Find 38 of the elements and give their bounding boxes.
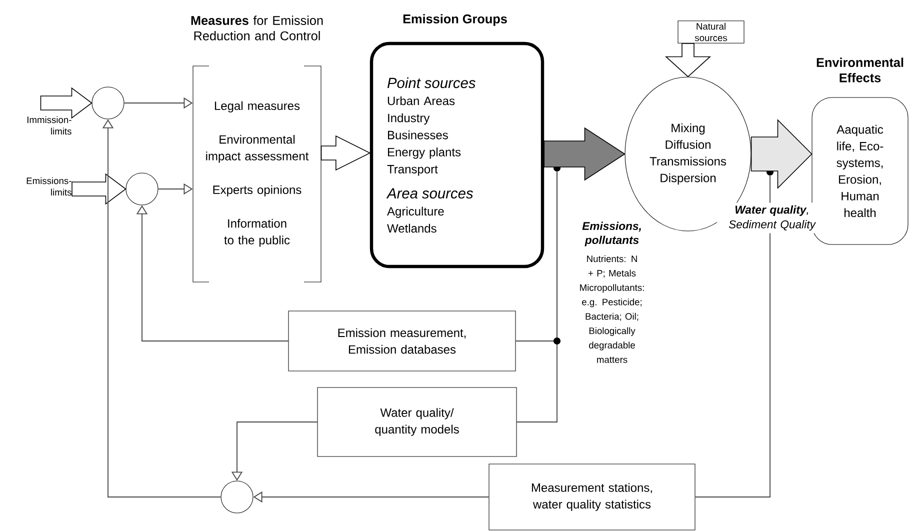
node-label: Area sources [386, 188, 474, 199]
process-box: Water quality/ quantity models [317, 387, 517, 457]
flow-label: Emissions, pollutants [582, 222, 641, 246]
node-label: Environmental impact assessment [206, 134, 309, 163]
node-label: Urban Areas [388, 96, 455, 106]
heading: Measures for Emission Reduction and Control [191, 16, 323, 40]
operator-circle [92, 86, 124, 120]
fat-arrow [72, 173, 126, 205]
edge-label: Water quality, Sediment Quality [716, 202, 828, 234]
callout-box: Natural sources [678, 20, 744, 44]
node-label: Transport [387, 165, 438, 176]
connector-line [516, 171, 558, 422]
operator-circle [126, 172, 158, 206]
connector-line [694, 175, 770, 498]
node-label: Experts opinions [213, 185, 302, 196]
heading: Environmental Effects [816, 58, 904, 82]
fat-arrow [664, 43, 712, 78]
fat-arrow [40, 87, 92, 119]
pollutant-list: Nutrients: N + P; Metals Micropollutants: e.g. Pesticide; Bacteria; Oil; Biologically degradable matters [580, 255, 644, 363]
node-label: Information to the public [224, 218, 290, 247]
process-box: Emission measurement, Emission databases [288, 310, 516, 372]
rounded-box: Point sources Urban Areas Industry Businesses Energy plants Transport Area sources Agriculture Wetlands [370, 42, 544, 268]
fat-arrow [544, 127, 626, 181]
operator-circle [220, 480, 254, 514]
node-label: Wetlands [387, 224, 436, 233]
fat-arrow [320, 135, 371, 171]
input-label: Emissions-limits [26, 177, 72, 196]
process-box: Measurement stations, water quality statistics [488, 464, 696, 530]
bracket-list: Legal measures Environmental impact assessment Experts opinions Information to the public [192, 66, 322, 282]
input-label: Immission-limits [27, 116, 72, 135]
fat-arrow [750, 119, 812, 189]
node-label: Energy plants [388, 148, 461, 159]
node-label: Point sources [387, 77, 476, 88]
node-label: Legal measures [214, 101, 300, 112]
heading: Emission Groups [403, 14, 507, 26]
node-label: Agriculture [387, 206, 444, 218]
node-label: Businesses [388, 130, 448, 140]
node-label: Industry [388, 113, 430, 125]
